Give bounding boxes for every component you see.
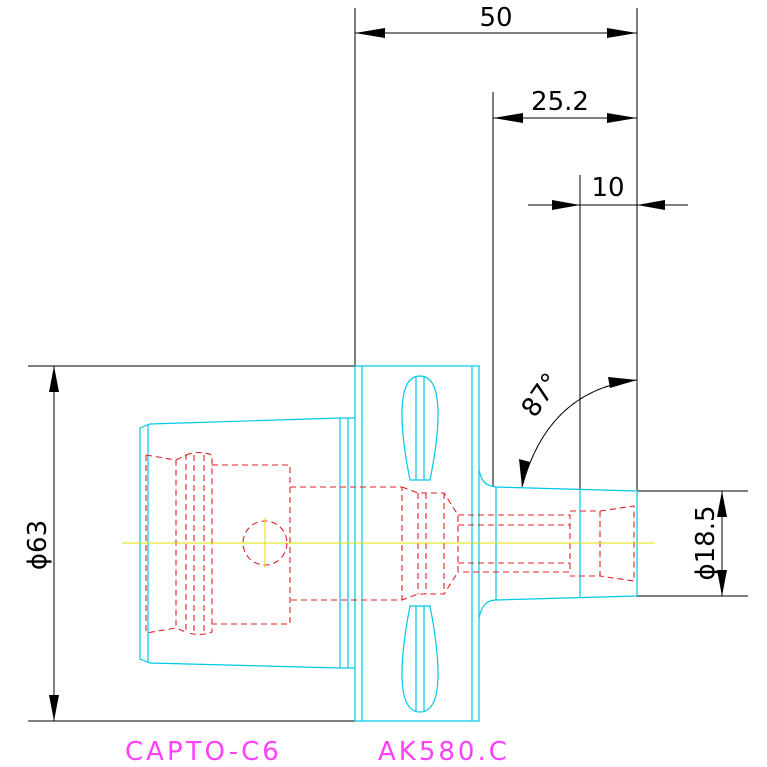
dim-overall-length: 50 xyxy=(479,3,512,33)
dim-diameter-shank: ϕ18.5 xyxy=(691,505,721,580)
label-ak580: AK580.C xyxy=(378,737,510,767)
dim-diameter-flange: ϕ63 xyxy=(23,520,53,570)
dim-length-25: 25.2 xyxy=(531,87,589,117)
dimension-lines xyxy=(28,8,748,722)
label-capto: CAPTO-C6 xyxy=(125,737,282,767)
centerline xyxy=(122,518,655,568)
dim-angle: 87° xyxy=(516,368,567,423)
dim-length-10: 10 xyxy=(591,173,624,203)
dimension-arrows xyxy=(49,28,727,721)
